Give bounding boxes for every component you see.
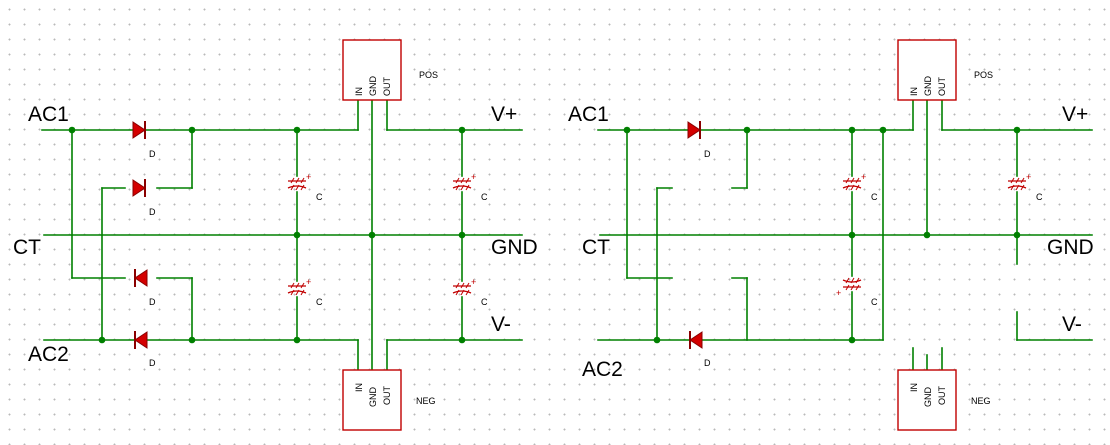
junction-dot xyxy=(1013,126,1021,134)
diode-label: D xyxy=(704,149,711,159)
diode-label: D xyxy=(704,358,711,368)
junction-dot xyxy=(368,231,376,239)
net-label-ac1: AC1 xyxy=(28,103,69,126)
junction-dot xyxy=(848,126,856,134)
net-label-ac1: AC1 xyxy=(568,103,609,126)
capacitor: + C xyxy=(452,172,488,202)
cap-polarity: + xyxy=(1026,172,1031,182)
capacitor: + C xyxy=(1007,172,1043,202)
pin-in-label: IN xyxy=(909,87,919,96)
regulator-neg: IN GND OUT NEG xyxy=(897,369,991,431)
junction-dot xyxy=(923,231,931,239)
diode-label: D xyxy=(149,207,156,217)
pin-in-label: IN xyxy=(909,383,919,392)
junction-dot xyxy=(1013,231,1021,239)
pin-out-label: OUT xyxy=(382,77,392,97)
junction-dot xyxy=(458,231,466,239)
junction-dot xyxy=(293,126,301,134)
cap-label: C xyxy=(481,192,488,202)
regulator-name: POS xyxy=(974,70,993,80)
net-label-vplus: V+ xyxy=(491,103,517,126)
junction-dot xyxy=(188,336,196,344)
cap-polarity: + xyxy=(306,277,311,287)
cap-label: C xyxy=(481,297,488,307)
capacitor: + C xyxy=(842,172,878,202)
net-label-vminus: V- xyxy=(491,313,511,336)
diode: D xyxy=(134,269,156,307)
pin-gnd-label: GND xyxy=(368,76,378,97)
net-label-ac2: AC2 xyxy=(28,343,69,366)
net-label-gnd: GND xyxy=(491,236,538,259)
cap-label: C xyxy=(871,192,878,202)
pin-gnd-label: GND xyxy=(923,387,933,408)
pin-out-label: OUT xyxy=(937,77,947,97)
diode-label: D xyxy=(149,358,156,368)
junction-dot xyxy=(293,336,301,344)
net-label-ct: CT xyxy=(582,236,610,259)
diode: D xyxy=(687,121,711,159)
junction-dot xyxy=(848,336,856,344)
diode: D xyxy=(132,121,156,159)
junction-dot xyxy=(848,231,856,239)
capacitor: + C xyxy=(452,277,488,307)
junction-dot xyxy=(879,126,887,134)
pin-gnd-label: GND xyxy=(368,387,378,408)
cap-label: C xyxy=(316,192,323,202)
diode: D xyxy=(132,179,156,217)
regulator-name: POS xyxy=(419,70,438,80)
regulator-neg: IN GND OUT NEG xyxy=(342,369,436,431)
diode: D xyxy=(689,331,711,368)
pin-out-label: OUT xyxy=(937,386,947,406)
diode-label: D xyxy=(149,297,156,307)
cap-polarity: + xyxy=(306,172,311,182)
junction-dot xyxy=(68,126,76,134)
diode-label: D xyxy=(149,149,156,159)
net-label-vplus: V+ xyxy=(1062,103,1088,126)
net-label-ct: CT xyxy=(13,236,41,259)
left-wires xyxy=(41,99,523,371)
net-label-ac2: AC2 xyxy=(582,358,623,381)
left-circuit: D D D D + C xyxy=(13,39,538,431)
junction-dot xyxy=(458,336,466,344)
left-junctions xyxy=(68,126,466,344)
junction-dot xyxy=(743,126,751,134)
junction-dot xyxy=(458,126,466,134)
diode: D xyxy=(134,331,156,368)
pin-in-label: IN xyxy=(354,383,364,392)
junction-dot xyxy=(293,231,301,239)
junction-dot xyxy=(188,126,196,134)
regulator-pos: IN GND OUT POS xyxy=(897,39,993,101)
capacitor: + C xyxy=(287,172,323,202)
capacitor: + C xyxy=(836,277,878,307)
junction-dot xyxy=(653,336,661,344)
cap-polarity: + xyxy=(471,277,476,287)
junction-dot xyxy=(623,126,631,134)
regulator-pos: IN GND OUT POS xyxy=(342,39,438,101)
junction-dot xyxy=(98,336,106,344)
net-label-gnd: GND xyxy=(1047,236,1094,259)
pin-out-label: OUT xyxy=(382,386,392,406)
right-circuit: D D + C + C + C xyxy=(568,39,1094,431)
regulator-name: NEG xyxy=(416,396,436,406)
cap-label: C xyxy=(871,297,878,307)
pin-gnd-label: GND xyxy=(923,76,933,97)
pin-in-label: IN xyxy=(354,87,364,96)
cap-polarity: + xyxy=(861,172,866,182)
right-junctions xyxy=(623,126,1021,344)
right-wires xyxy=(597,99,1093,371)
cap-polarity: + xyxy=(471,172,476,182)
cap-polarity: + xyxy=(836,288,841,298)
net-label-vminus: V- xyxy=(1062,313,1082,336)
cap-label: C xyxy=(316,297,323,307)
capacitor: + C xyxy=(287,277,323,307)
cap-label: C xyxy=(1036,192,1043,202)
regulator-name: NEG xyxy=(971,396,991,406)
